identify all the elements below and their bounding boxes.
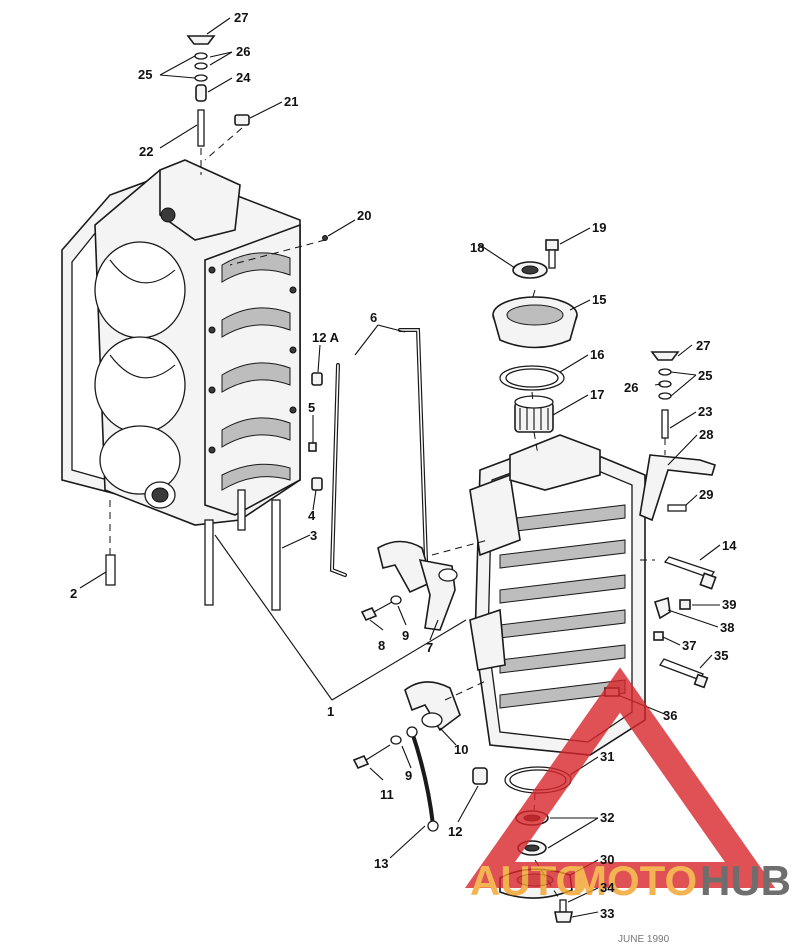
callout-3: 3 <box>310 528 317 543</box>
callout-2: 2 <box>70 586 77 601</box>
callout-19: 19 <box>592 220 606 235</box>
callout-9-upper: 9 <box>402 628 409 643</box>
callout-12a: 12 A <box>312 330 340 345</box>
callout-27-right: 27 <box>696 338 710 353</box>
callout-15: 15 <box>592 292 606 307</box>
callout-5: 5 <box>308 400 315 415</box>
callout-31: 31 <box>600 749 614 764</box>
callout-21: 21 <box>284 94 298 109</box>
crankcase-ribs <box>499 504 626 709</box>
callout-37: 37 <box>682 638 696 653</box>
upper-bearing-stack <box>492 239 578 433</box>
callout-10: 10 <box>454 742 468 757</box>
callout-35: 35 <box>714 648 728 663</box>
callout-25-top: 25 <box>138 67 152 82</box>
callout-22: 22 <box>139 144 153 159</box>
bearing-caps <box>377 540 461 732</box>
callout-32: 32 <box>600 810 614 825</box>
cylinder-block <box>61 159 301 611</box>
callout-38: 38 <box>720 620 734 635</box>
callout-7: 7 <box>426 640 433 655</box>
callout-11: 11 <box>380 787 394 802</box>
callout-39: 39 <box>722 597 736 612</box>
callout-29: 29 <box>699 487 713 502</box>
small-parts <box>186 35 716 832</box>
callout-6: 6 <box>370 310 377 325</box>
callout-4: 4 <box>308 508 316 523</box>
callout-13: 13 <box>374 856 388 871</box>
callout-24: 24 <box>236 70 251 85</box>
callout-34: 34 <box>600 880 615 895</box>
bolt-holes <box>208 266 297 454</box>
bolts <box>352 556 717 770</box>
callout-25-right: 25 <box>698 368 712 383</box>
callout-36: 36 <box>663 708 677 723</box>
watermark-text-hub: HUB <box>700 857 791 904</box>
callout-28: 28 <box>699 427 713 442</box>
callout-8: 8 <box>378 638 385 653</box>
callout-20: 20 <box>357 208 371 223</box>
callout-18: 18 <box>470 240 484 255</box>
callout-labels: 27 26 25 24 21 22 20 18 19 15 6 12 A 16 … <box>70 10 737 921</box>
callout-26-top: 26 <box>236 44 250 59</box>
stud-2 <box>105 554 116 586</box>
bearing-saddles-left <box>221 252 291 491</box>
callout-33: 33 <box>600 906 614 921</box>
callout-1: 1 <box>327 704 334 719</box>
crankcase-cover <box>469 434 646 756</box>
callout-17: 17 <box>590 387 604 402</box>
callout-12: 12 <box>448 824 462 839</box>
callout-30: 30 <box>600 852 614 867</box>
callout-26-right: 26 <box>624 380 638 395</box>
oil-lines <box>329 328 429 577</box>
footer-date: JUNE 1990 <box>618 934 670 945</box>
callout-16: 16 <box>590 347 604 362</box>
watermark-text-moto: MOTO <box>572 857 697 904</box>
callout-27-top: 27 <box>234 10 248 25</box>
callout-9-lower: 9 <box>405 768 412 783</box>
watermark-text-auto: AUTO <box>470 857 588 904</box>
callout-14: 14 <box>722 538 737 553</box>
callout-23: 23 <box>698 404 712 419</box>
watermark-logo: AUTO MOTO HUB <box>464 667 791 904</box>
leader-lines <box>79 17 721 918</box>
